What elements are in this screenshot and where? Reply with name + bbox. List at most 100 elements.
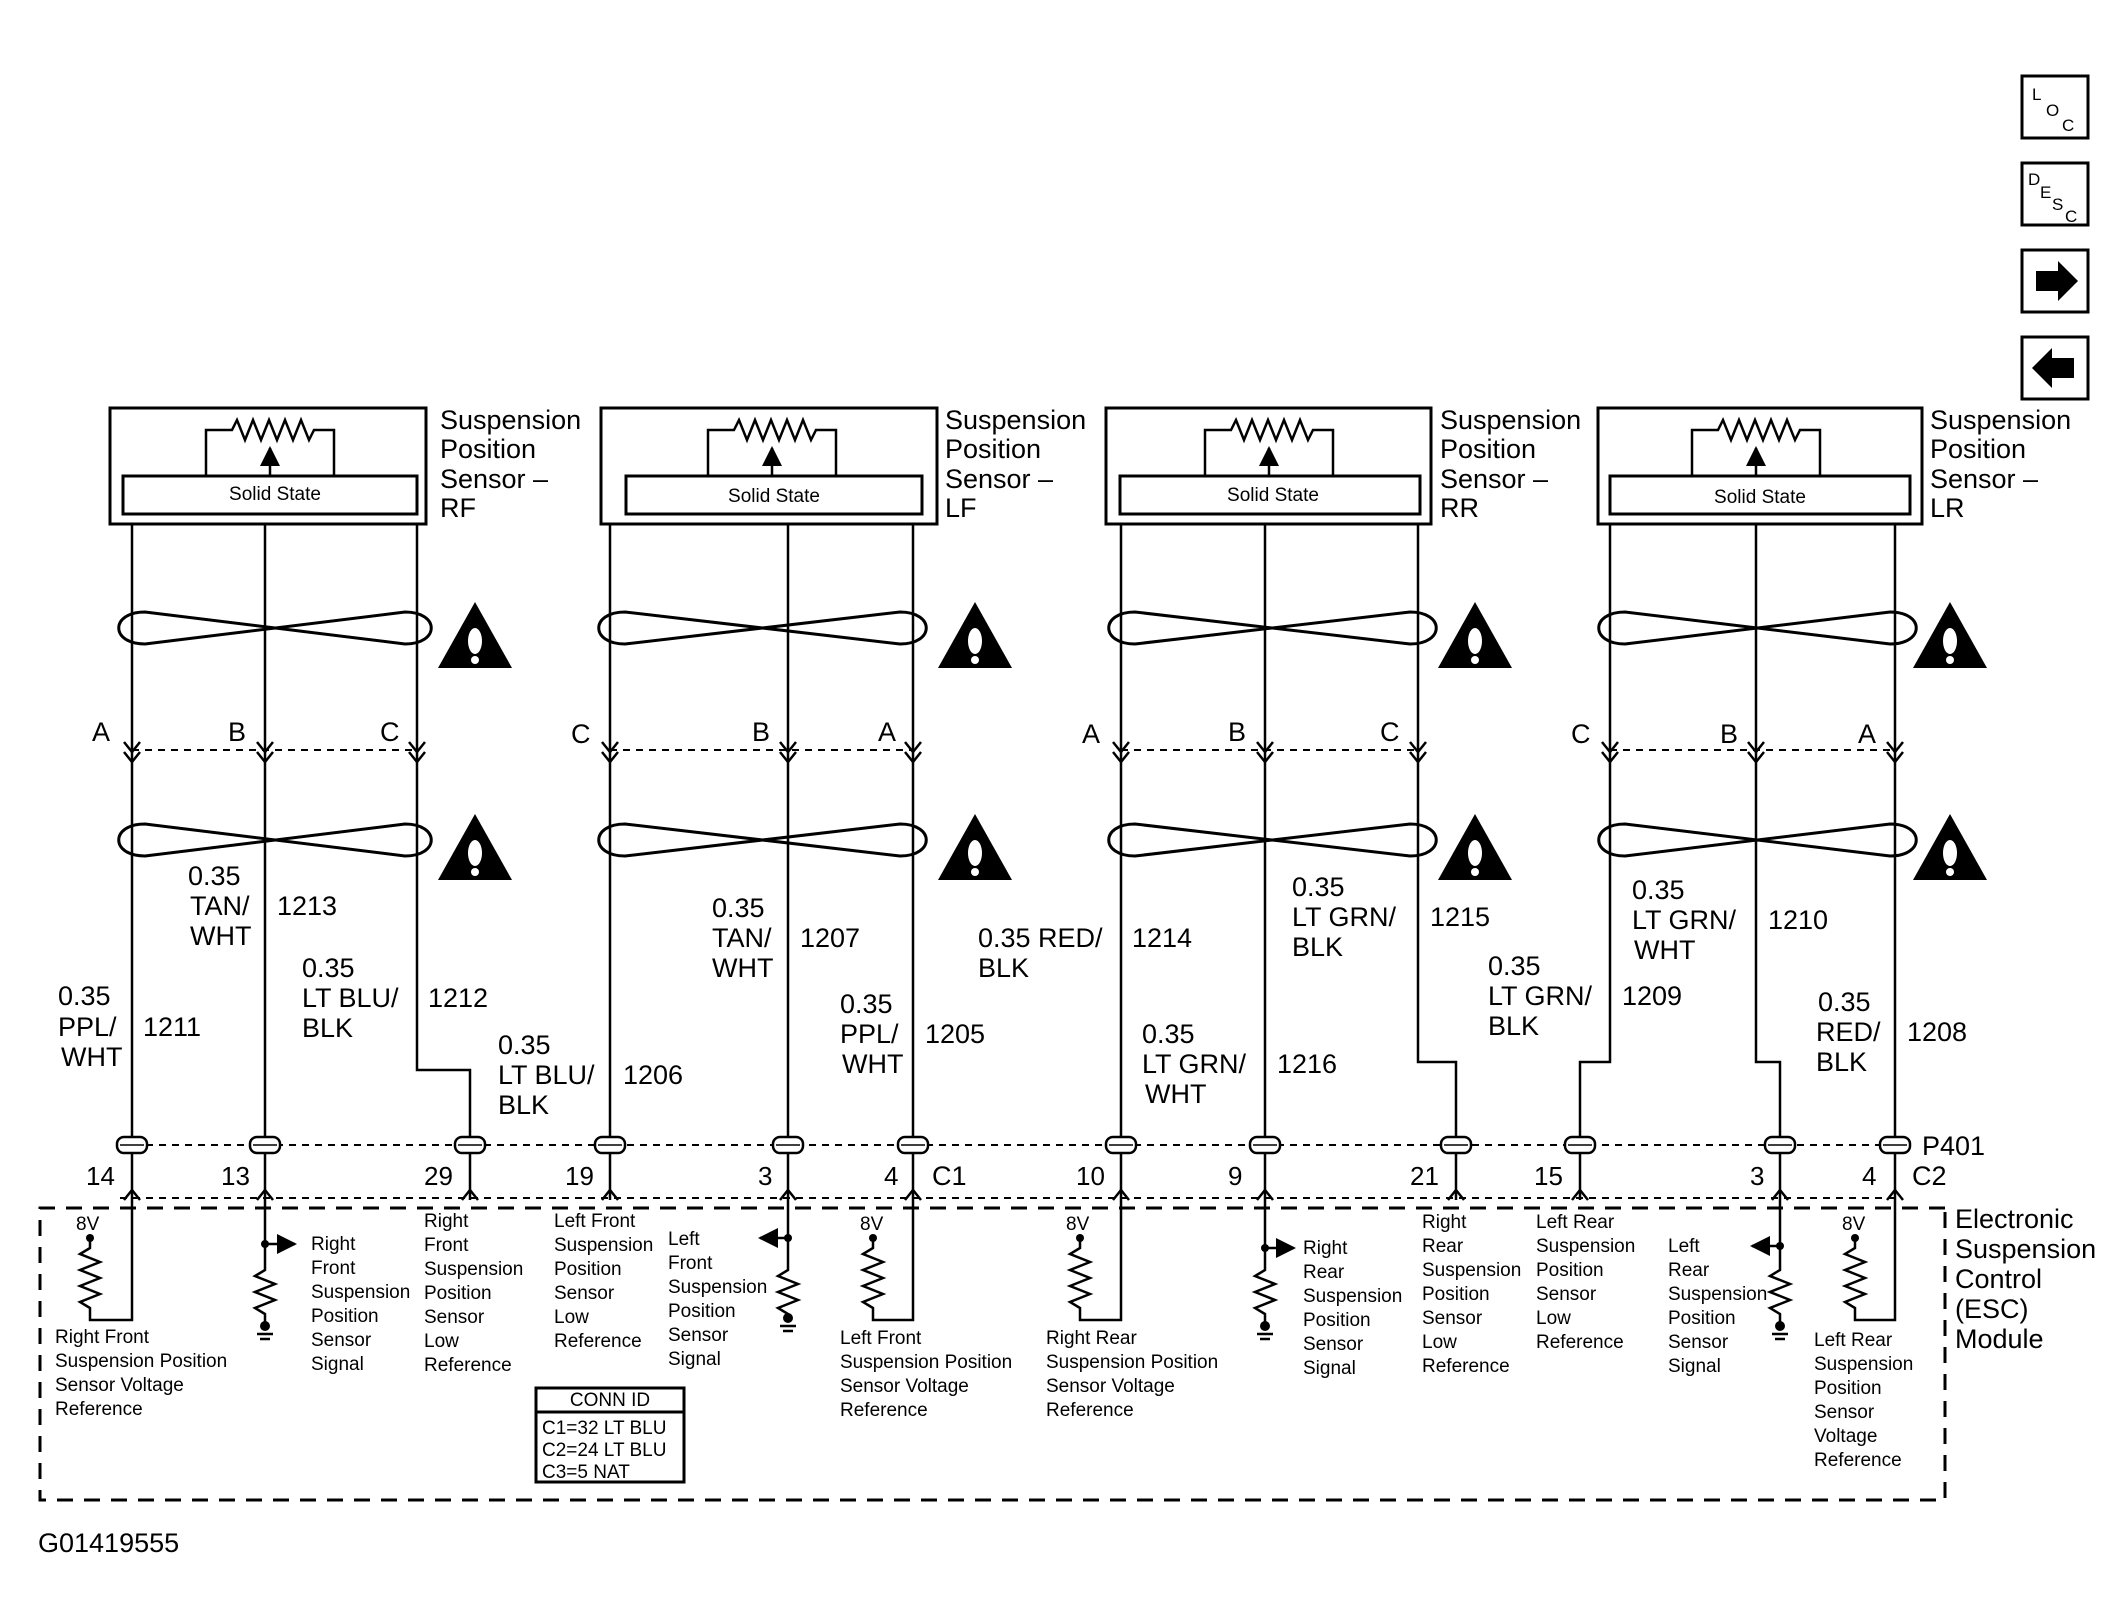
desc-line: Left Rear [1536, 1212, 1615, 1233]
desc-line: Signal [1668, 1356, 1721, 1377]
circuit-number: 1211 [143, 1012, 201, 1042]
sensor-rf-housing [108, 406, 428, 526]
terminal-label: C [1571, 719, 1591, 749]
wire-label-1212: 0.35 LT BLU/ BLK 1212 [302, 953, 488, 1043]
previous-button[interactable] [2020, 335, 2090, 401]
pin-number: 3 [758, 1161, 772, 1191]
wire-size: 0.35 [712, 893, 765, 923]
sensor-lf-solid-state-box [624, 474, 924, 516]
desc-line: Left Rear [1814, 1330, 1893, 1351]
desc-line: Sensor [311, 1330, 372, 1351]
sensor-lr-housing [1596, 406, 1924, 526]
sensor-lr-resistor-icon [1690, 416, 1822, 476]
wire-size: 0.35 [498, 1030, 551, 1060]
wire-labels: 0.35 PPL/ WHT 1211 0.35 TAN/ WHT 1213 0.… [58, 861, 1967, 1120]
module-title-4: (ESC) [1955, 1294, 2029, 1324]
twist-group-1-upper [117, 610, 433, 646]
sensor-lr-solid-state-label: Solid State [1714, 487, 1806, 508]
terminal-label: B [1228, 717, 1246, 747]
circuit-number: 1210 [1768, 905, 1828, 935]
wire-color: BLK [1488, 1011, 1539, 1041]
sensor-rr-solid-state-label: Solid State [1227, 485, 1319, 506]
pin-number: 29 [424, 1161, 453, 1191]
vref-circuit-lf: 8V [859, 1200, 915, 1322]
desc-line: Suspension [424, 1259, 523, 1280]
desc-letter-3: S [2052, 195, 2063, 214]
wire-color: TAN/ [712, 923, 772, 953]
desc-letter-1: D [2028, 170, 2040, 189]
wire-color: LT GRN/ [1632, 905, 1737, 935]
twist-group-1-lower [117, 822, 433, 858]
desc-rf-vref: Right Front Suspension Position Sensor V… [55, 1327, 227, 1420]
next-button[interactable] [2020, 248, 2090, 314]
terminal-label: B [1720, 719, 1738, 749]
voltage-label: 8V [1066, 1214, 1090, 1235]
desc-line: Reference [1422, 1356, 1510, 1377]
connector-c2-label: C2 [1912, 1161, 1947, 1191]
sensor-lf-title-3: Sensor – [945, 464, 1053, 494]
desc-line: Sensor [1536, 1284, 1597, 1305]
conn-id-row: C1=32 LT BLU [542, 1418, 666, 1439]
circuit-number: 1206 [623, 1060, 683, 1090]
desc-line: Sensor Voltage [1046, 1376, 1175, 1397]
wire-color: LT GRN/ [1488, 981, 1593, 1011]
desc-button[interactable]: D E S C [2020, 161, 2090, 227]
wire-size: 0.35 [1818, 987, 1871, 1017]
wire-color: LT GRN/ [1292, 902, 1397, 932]
sensor-rr-title-1: Suspension [1440, 405, 1581, 435]
sensor-rr-title-2: Position [1440, 434, 1536, 464]
loc-button[interactable]: L O C [2020, 74, 2090, 140]
wire-size: 0.35 [188, 861, 241, 891]
desc-lf-signal: Left Front Suspension Position Sensor Si… [668, 1229, 767, 1370]
circuit-number: 1205 [925, 1019, 985, 1049]
desc-line: Low [554, 1307, 589, 1328]
conn-id-table: CONN ID C1=32 LT BLU C2=24 LT BLU C3=5 N… [534, 1386, 686, 1484]
wire-color: BLK [498, 1090, 549, 1120]
desc-line: Position [1668, 1308, 1736, 1329]
desc-line: Suspension [1422, 1260, 1521, 1281]
warning-icon [938, 602, 1012, 668]
wire-color: PPL/ [840, 1019, 899, 1049]
twist-group-4-lower [1597, 822, 1918, 858]
conn-id-title: CONN ID [570, 1390, 650, 1411]
wire-size: 0.35 [840, 989, 893, 1019]
wire-label-1208: 0.35 RED/ BLK 1208 [1816, 987, 1967, 1077]
module-title-1: Electronic [1955, 1204, 2074, 1234]
sensor-rf-title-4: RF [440, 493, 476, 523]
sensor-rr-resistor-icon [1203, 416, 1335, 476]
esc-connector-pins: 14 13 29 19 3 4 10 9 21 15 3 4 C1 C2 [86, 1161, 1947, 1201]
desc-line: Position [554, 1259, 622, 1280]
desc-line: Sensor [668, 1325, 729, 1346]
desc-line: Position [1536, 1260, 1604, 1281]
desc-line: Suspension [1668, 1284, 1767, 1305]
warning-icon [1913, 814, 1987, 880]
vref-circuit-rf: 8V [76, 1200, 134, 1322]
wire-color: LT BLU/ [498, 1060, 595, 1090]
twist-group-3-lower [1107, 822, 1438, 858]
vref-circuit-lr: 8V [1841, 1200, 1897, 1322]
desc-line: Sensor [1303, 1334, 1364, 1355]
desc-line: Reference [554, 1331, 642, 1352]
desc-line: Front [424, 1235, 469, 1256]
desc-rr-lowref: Right Rear Suspension Position Sensor Lo… [1422, 1212, 1521, 1377]
desc-line: Suspension [554, 1235, 653, 1256]
terminal-label: A [92, 717, 110, 747]
wire-label-1206: 0.35 LT BLU/ BLK 1206 [498, 1030, 683, 1120]
sensor-rf-resistor-icon [204, 416, 336, 476]
wire-size: 0.35 [1292, 872, 1345, 902]
wire-label-1216: 0.35 LT GRN/ WHT 1216 [1142, 1019, 1337, 1109]
voltage-label: 8V [1842, 1214, 1866, 1235]
sensor-rr-housing [1104, 406, 1433, 526]
desc-line: Sensor [1814, 1402, 1875, 1423]
sensor-lr-title-4: LR [1930, 493, 1965, 523]
desc-line: Position [1422, 1284, 1490, 1305]
pin-number: 14 [86, 1161, 115, 1191]
desc-line: Signal [1303, 1358, 1356, 1379]
loc-letter-2: O [2046, 101, 2059, 120]
wire-color: WHT [190, 921, 251, 951]
desc-lf-vref: Left Front Suspension Position Sensor Vo… [840, 1328, 1012, 1421]
sensor-connector-terminals: A B C C B A A B C C B A [92, 717, 1904, 765]
pin-number: 15 [1534, 1161, 1563, 1191]
wire-label-1211: 0.35 PPL/ WHT 1211 [58, 981, 201, 1072]
